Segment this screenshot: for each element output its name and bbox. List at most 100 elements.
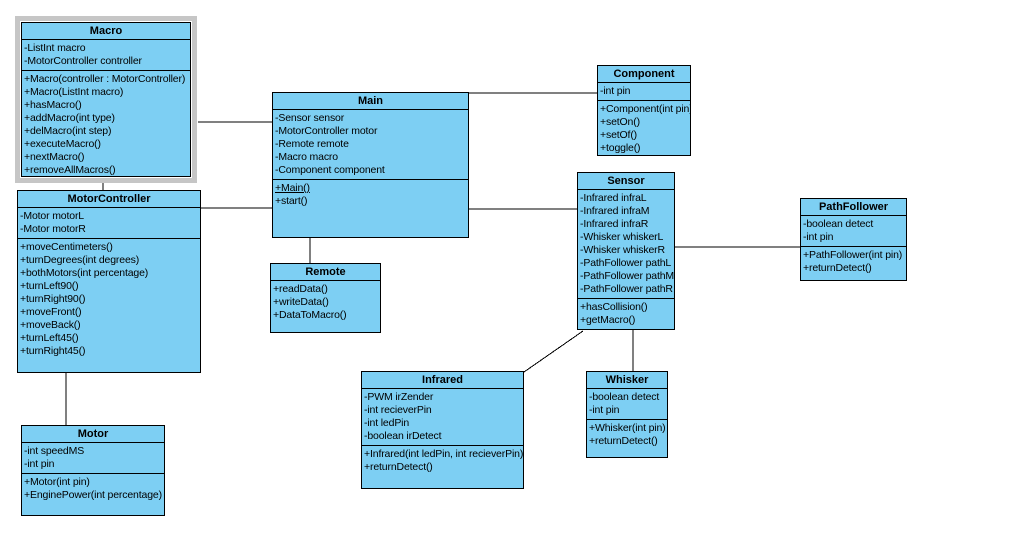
class-title: Component xyxy=(598,66,690,83)
class-attribute: -Whisker whiskerL xyxy=(580,231,664,243)
class-box-sensor[interactable]: Sensor-Infrared infraL-Infrared infraM-I… xyxy=(577,172,675,330)
class-method: +returnDetect() xyxy=(364,461,433,473)
class-attribute: -Infrared infraR xyxy=(580,218,649,230)
methods-compartment: +hasCollision()+getMacro() xyxy=(578,299,674,329)
class-method: +moveFront() xyxy=(20,306,82,318)
class-method: +toggle() xyxy=(600,142,641,154)
class-attribute: -Infrared infraM xyxy=(580,205,650,217)
class-method: +writeData() xyxy=(273,296,329,308)
methods-compartment: +Component(int pin)+setOn()+setOf()+togg… xyxy=(598,101,690,155)
class-method: +moveBack() xyxy=(20,319,81,331)
class-attribute: -MotorController motor xyxy=(275,125,378,137)
class-method: +turnDegrees(int degrees) xyxy=(20,254,140,266)
class-method: +returnDetect() xyxy=(589,435,658,447)
class-title: Sensor xyxy=(578,173,674,190)
class-method: +hasCollision() xyxy=(580,301,648,313)
class-attribute: -Component component xyxy=(275,164,385,176)
class-attribute: -int pin xyxy=(24,458,55,470)
class-method: +DataToMacro() xyxy=(273,309,347,321)
class-attribute: -Motor motorR xyxy=(20,223,86,235)
class-box-component[interactable]: Component -int pin +Component(int pin)+set… xyxy=(597,65,691,156)
class-attribute: -Sensor sensor xyxy=(275,112,345,124)
class-method: +delMacro(int step) xyxy=(24,125,112,137)
class-box-whisker[interactable]: Whisker-boolean detect-int pin+Whisker(i… xyxy=(586,371,668,458)
class-box-motor[interactable]: Motor -int speedMS-int pin +Motor(int pin)… xyxy=(21,425,165,516)
class-method: +moveCentimeters() xyxy=(20,241,113,253)
class-method: +Motor(int pin) xyxy=(24,476,90,488)
class-method: +executeMacro() xyxy=(24,138,101,150)
class-box-remote[interactable]: Remote+readData()+writeData()+DataToMacr… xyxy=(270,263,381,333)
attributes-compartment: -boolean detect-int pin xyxy=(801,216,906,247)
class-method: +EnginePower(int percentage) xyxy=(24,489,162,501)
class-attribute: -boolean irDetect xyxy=(364,430,442,442)
methods-compartment: +readData()+writeData()+DataToMacro() xyxy=(271,281,380,332)
class-method: +turnRight45() xyxy=(20,345,86,357)
attributes-compartment: -Motor motorL-Motor motorR xyxy=(18,208,200,239)
class-method: +PathFollower(int pin) xyxy=(803,249,903,261)
class-method: +getMacro() xyxy=(580,314,636,326)
attributes-compartment: -boolean detect-int pin xyxy=(587,389,667,420)
attributes-compartment: -ListInt macro-MotorController controlle… xyxy=(22,40,190,71)
class-title: MotorController xyxy=(18,191,200,208)
class-attribute: -Whisker whiskerR xyxy=(580,244,665,256)
methods-compartment: +Infrared(int ledPin, int recieverPin)+r… xyxy=(362,446,523,488)
methods-compartment: +Motor(int pin)+EnginePower(int percenta… xyxy=(22,474,164,515)
class-title: PathFollower xyxy=(801,199,906,216)
class-attribute: -Infrared infraL xyxy=(580,192,647,204)
class-method: +start() xyxy=(275,195,308,207)
class-title: Remote xyxy=(271,264,380,281)
methods-compartment: +PathFollower(int pin)+returnDetect() xyxy=(801,247,906,280)
class-box-motorcontroller[interactable]: MotorController-Motor motorL-Motor motor… xyxy=(17,190,201,373)
class-method: +setOn() xyxy=(600,116,640,128)
class-attribute: -int pin xyxy=(803,231,834,243)
class-method: +Macro(controller : MotorController) xyxy=(24,73,186,85)
class-title: Whisker xyxy=(587,372,667,389)
class-method: +Main() xyxy=(275,182,310,194)
class-attribute: -int pin xyxy=(589,404,620,416)
class-box-macro[interactable]: Macro-ListInt macro-MotorController cont… xyxy=(15,16,197,183)
class-method: +hasMacro() xyxy=(24,99,82,111)
class-method: +returnDetect() xyxy=(803,262,872,274)
class-attribute: -PWM irZender xyxy=(364,391,434,403)
class-attribute: -int pin xyxy=(600,85,631,97)
class-method: +nextMacro() xyxy=(24,151,85,163)
attributes-compartment: -Infrared infraL-Infrared infraM-Infrare… xyxy=(578,190,674,299)
methods-compartment: +Macro(controller : MotorController)+Mac… xyxy=(22,71,190,176)
class-attribute: -PathFollower pathM xyxy=(580,270,674,282)
class-box-pathfollower[interactable]: PathFollower-boolean detect-int pin+Path… xyxy=(800,198,907,281)
class-attribute: -int speedMS xyxy=(24,445,85,457)
attributes-compartment: -int pin xyxy=(598,83,690,101)
class-method: +Whisker(int pin) xyxy=(589,422,666,434)
class-attribute: -int ledPin xyxy=(364,417,410,429)
class-method: +setOf() xyxy=(600,129,638,141)
class-box-infrared[interactable]: Infrared -PWM irZender-int recieverPin-in… xyxy=(361,371,524,489)
class-attribute: -PathFollower pathR xyxy=(580,283,673,295)
class-method: +turnLeft45() xyxy=(20,332,79,344)
class-title: Motor xyxy=(22,426,164,443)
class-attribute: -ListInt macro xyxy=(24,42,86,54)
class-attribute: -int recieverPin xyxy=(364,404,432,416)
methods-compartment: +Main()+start() xyxy=(273,180,468,237)
class-title: Infrared xyxy=(362,372,523,389)
class-attribute: -PathFollower pathL xyxy=(580,257,672,269)
class-method: +turnRight90() xyxy=(20,293,86,305)
class-method: +Infrared(int ledPin, int recieverPin) xyxy=(364,448,523,460)
class-attribute: -boolean detect xyxy=(589,391,660,403)
class-method: +readData() xyxy=(273,283,328,295)
class-title: Main xyxy=(273,93,468,110)
class-method: +addMacro(int type) xyxy=(24,112,115,124)
class-method: +removeAllMacros() xyxy=(24,164,116,176)
class-box-main[interactable]: Main -Sensor sensor-MotorController motor… xyxy=(272,92,469,238)
methods-compartment: +Whisker(int pin)+returnDetect() xyxy=(587,420,667,457)
class-method: +turnLeft90() xyxy=(20,280,79,292)
class-method: +Macro(ListInt macro) xyxy=(24,86,124,98)
class-attribute: -Macro macro xyxy=(275,151,338,163)
class-attribute: -Remote remote xyxy=(275,138,349,150)
class-title: Macro xyxy=(22,23,190,40)
methods-compartment: +moveCentimeters()+turnDegrees(int degre… xyxy=(18,239,200,372)
class-method: +bothMotors(int percentage) xyxy=(20,267,149,279)
class-attribute: -boolean detect xyxy=(803,218,874,230)
connector-sensor-infrared[interactable] xyxy=(523,330,584,373)
